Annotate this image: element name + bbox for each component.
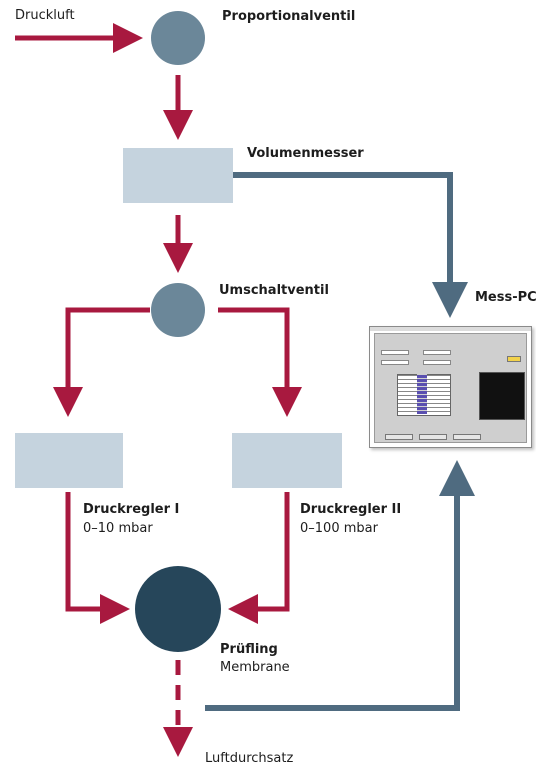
arrow-druckregler-1-to-pruefling <box>65 492 130 624</box>
signal-line-volumenmesser-to-pc <box>233 172 468 318</box>
pc-button <box>419 434 447 440</box>
druckregler-2-box <box>232 433 342 488</box>
pc-button <box>453 434 481 440</box>
mess-pc-screen <box>369 326 532 448</box>
label-druckluft: Druckluft <box>15 8 75 23</box>
label-volumenmesser: Volumenmesser <box>247 146 364 161</box>
pc-field <box>423 350 451 355</box>
pc-window <box>374 333 527 443</box>
label-umschaltventil: Umschaltventil <box>219 283 329 298</box>
arrow-druckregler-2-to-pruefling <box>228 492 290 624</box>
label-luftdurchsatz: Luftdurchsatz <box>205 751 294 766</box>
signal-line-pruefling-to-pc <box>205 460 475 711</box>
label-druckregler-1: Druckregler I <box>83 502 180 517</box>
label-proportionalventil: Proportionalventil <box>222 9 356 24</box>
arrow-umschalt-to-druckregler-2 <box>218 307 302 417</box>
label-mess-pc: Mess-PC <box>475 290 536 305</box>
pc-plot <box>479 372 525 420</box>
pc-table-highlight <box>417 374 427 414</box>
label-druckregler-2-range: 0–100 mbar <box>300 521 378 536</box>
label-druckregler-2: Druckregler II <box>300 502 402 517</box>
proportionalventil-symbol <box>151 11 205 65</box>
umschaltventil-symbol <box>151 283 205 337</box>
arrow-umschalt-to-druckregler-1 <box>53 307 150 417</box>
label-membrane: Membrane <box>220 660 290 675</box>
pc-button <box>385 434 413 440</box>
pc-indicator <box>507 356 521 362</box>
pc-field <box>423 360 451 365</box>
label-pruefling: Prüfling <box>220 642 278 657</box>
label-druckregler-1-range: 0–10 mbar <box>83 521 153 536</box>
pruefling-symbol <box>135 566 221 652</box>
pc-field <box>381 360 409 365</box>
volumenmesser-box <box>123 148 233 203</box>
druckregler-1-box <box>15 433 123 488</box>
pc-menubar <box>370 327 531 331</box>
pc-field <box>381 350 409 355</box>
